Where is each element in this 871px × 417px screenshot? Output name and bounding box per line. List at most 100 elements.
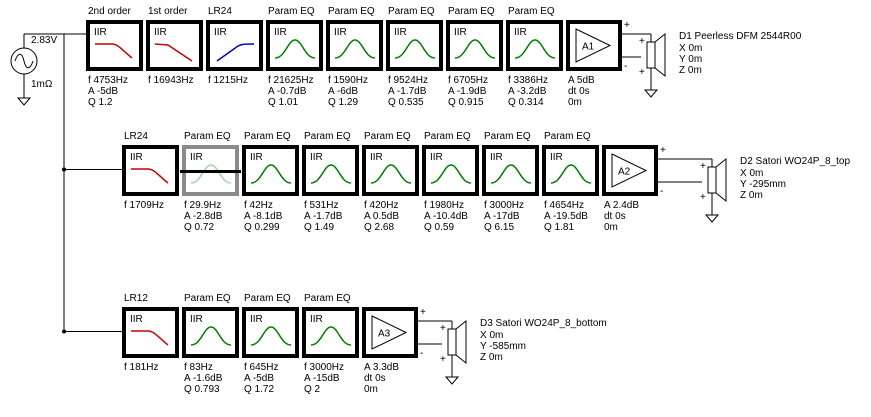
driver-coordinate: Y -295mm <box>740 179 786 190</box>
filter-param: A -8.1dB <box>244 211 283 222</box>
filter-param: A -17dB <box>484 211 520 222</box>
filter-param: A -1.7dB <box>304 211 343 222</box>
filter-param: A -3.2dB <box>508 86 547 97</box>
speaker-magnet <box>646 41 656 69</box>
filter-type-label: Param EQ <box>448 6 495 17</box>
filter-param: Q 0.299 <box>244 222 280 233</box>
iir-label: IIR <box>94 27 107 38</box>
wiring <box>16 33 720 385</box>
amplifier-triangle-icon <box>371 315 408 350</box>
filter-param: Q 1.49 <box>304 222 334 233</box>
plus-terminal: + <box>420 307 426 318</box>
iir-label: IIR <box>514 27 527 38</box>
filter-param: f 3000Hz <box>484 200 524 211</box>
amp-param: 0m <box>568 97 582 108</box>
minus-terminal: - <box>420 348 423 359</box>
iir-label: IIR <box>490 152 503 163</box>
amp-label: A2 <box>618 167 631 178</box>
filter-type-label: Param EQ <box>184 293 231 304</box>
filter-param: A -1.9dB <box>448 86 487 97</box>
minus-terminal: - <box>624 61 627 72</box>
speaker-minus: + <box>700 192 706 203</box>
speaker-minus: + <box>639 67 645 78</box>
filter-face <box>390 24 439 67</box>
filter-param: A -2.8dB <box>184 211 223 222</box>
filter-type-label: Param EQ <box>508 6 555 17</box>
peq-bell-icon <box>310 326 352 346</box>
filter-param: Q 2.68 <box>364 222 394 233</box>
filter-param: f 3000Hz <box>304 362 344 373</box>
filter-param: A -15dB <box>304 373 340 384</box>
iir-label: IIR <box>430 152 443 163</box>
filter-face <box>486 149 535 192</box>
filter-type-label: Param EQ <box>364 131 411 142</box>
filter-face <box>126 311 175 354</box>
filter-face <box>186 311 235 354</box>
peq-bell-icon <box>274 39 316 59</box>
iir-label: IIR <box>250 314 263 325</box>
peq-bypassed-icon <box>190 164 232 184</box>
iir-label: IIR <box>454 27 467 38</box>
filter-type-label: LR24 <box>124 131 148 142</box>
filter-type-label: Param EQ <box>184 131 231 142</box>
filter-param: A -5dB <box>244 373 274 384</box>
filter-param: Q 1.81 <box>544 222 574 233</box>
filter-param: f 4654Hz <box>544 200 584 211</box>
filter-face <box>270 24 319 67</box>
filter-face <box>246 311 295 354</box>
iir-label: IIR <box>214 27 227 38</box>
filter-param: Q 1.2 <box>88 97 113 108</box>
iir-label: IIR <box>334 27 347 38</box>
amp-param: 0m <box>604 222 618 233</box>
driver-coordinate: X 0m <box>480 330 503 341</box>
filter-face <box>546 149 595 192</box>
amp-param: 0m <box>364 384 378 395</box>
amp-label: A3 <box>378 329 391 340</box>
driver-coordinate: Y 0m <box>679 54 702 65</box>
peq-bell-icon <box>550 164 592 184</box>
filter-param: f 531Hz <box>304 200 338 211</box>
amp-param: dt 0s <box>604 211 626 222</box>
driver-name: D3 Satori WO24P_8_bottom <box>480 318 607 329</box>
driver-coordinate: Z 0m <box>740 190 763 201</box>
filter-param: f 4753Hz <box>88 75 128 86</box>
filter-face <box>126 149 175 192</box>
filter-face <box>330 24 379 67</box>
plus-terminal: + <box>624 20 630 31</box>
voltage-source[interactable]: 2.83V 1mΩ <box>10 35 57 90</box>
filter-face <box>246 149 295 192</box>
filter-face <box>306 311 355 354</box>
filter-type-label: LR12 <box>124 293 148 304</box>
driver-coordinate: Z 0m <box>679 65 702 76</box>
sine-wave-icon <box>14 53 34 69</box>
